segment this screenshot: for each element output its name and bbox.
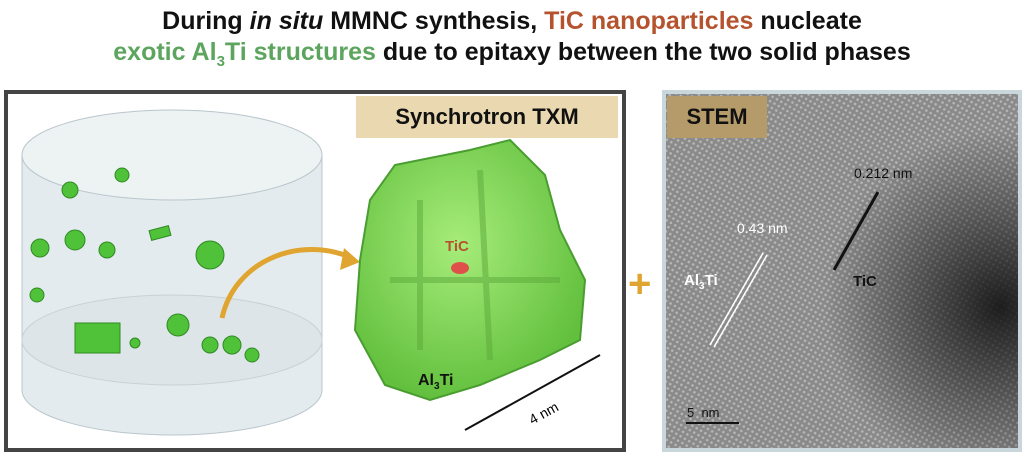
al3ti-spacing-label: 0.43 nm xyxy=(737,220,788,236)
tic-particle xyxy=(451,262,469,274)
title-line-2: exotic Al3Ti structures due to epitaxy b… xyxy=(113,38,911,70)
sample-cylinder xyxy=(21,109,323,436)
stem-label: STEM xyxy=(667,96,767,138)
txm-label: Synchrotron TXM xyxy=(356,96,618,138)
txm-scale-bar xyxy=(464,354,601,431)
arrow-head-icon xyxy=(340,248,360,270)
al3ti-label: Al3Ti xyxy=(418,372,454,393)
tic-label: TiC xyxy=(445,238,469,255)
stem-scale-label: 5 nm xyxy=(687,405,720,420)
al3ti-phrase: exotic Al3Ti structures xyxy=(113,38,376,70)
al3ti-3d-structure xyxy=(353,138,587,402)
stem-al3ti-label: Al3Ti xyxy=(684,272,718,292)
tic-spacing-line xyxy=(832,191,880,271)
plus-sign: + xyxy=(628,262,652,306)
stem-tic-label: TiC xyxy=(853,273,877,290)
tic-spacing-label: 0.212 nm xyxy=(854,165,913,181)
zoom-arrow xyxy=(219,247,354,319)
al3ti-particles xyxy=(29,167,260,363)
title-line-1: During in situ MMNC synthesis, TiC nanop… xyxy=(162,7,862,35)
